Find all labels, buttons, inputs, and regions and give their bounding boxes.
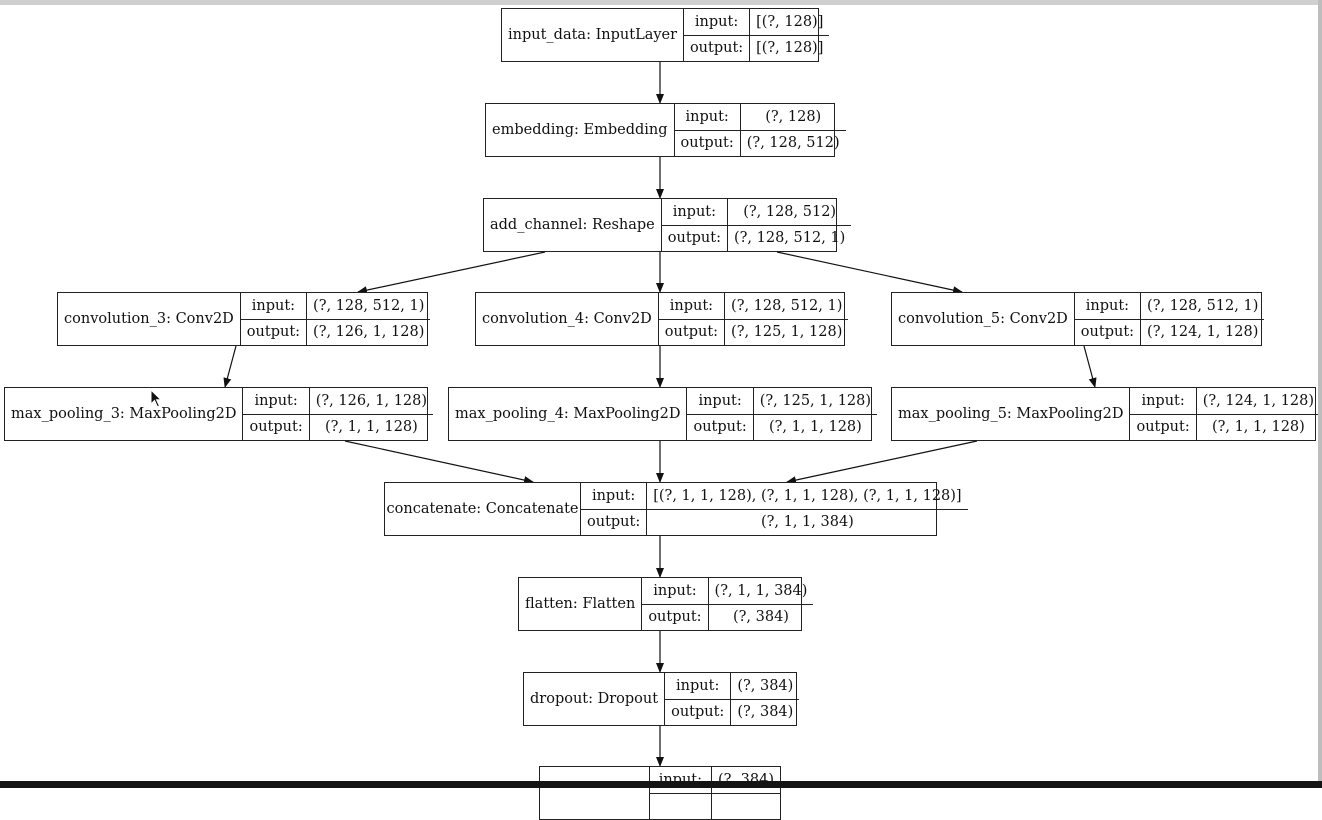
output-shape	[712, 792, 780, 820]
output-shape: [(?, 128)]	[750, 34, 830, 62]
edge-max_pooling_5-to-concatenate	[786, 440, 978, 485]
output-label: output:	[1130, 413, 1196, 441]
layer-node-convolution-4: convolution_4: Conv2D input: output: (?,…	[475, 292, 849, 346]
input-label: input:	[653, 582, 697, 599]
input-shape: (?, 1, 1, 384)	[714, 582, 808, 599]
layer-node-flatten: flatten: Flatten input: output: (?, 1, 1…	[518, 577, 814, 631]
layer-node-convolution-5: convolution_5: Conv2D input: output: (?,…	[891, 292, 1265, 346]
input-label: input:	[591, 487, 636, 504]
output-shape: (?, 126, 1, 128)	[307, 318, 431, 346]
edge-add_channel-to-convolution_5	[776, 251, 963, 295]
output-label: output:	[674, 129, 740, 157]
output-label: output:	[687, 413, 753, 441]
input-label: input:	[1141, 392, 1185, 409]
input-shape: (?, 128, 512, 1)	[313, 297, 425, 314]
layer-node-max-pooling-3: max_pooling_3: MaxPooling2D input: outpu…	[4, 387, 434, 441]
input-label: input:	[658, 771, 702, 788]
layer-node-dropout: dropout: Dropout input: output: (?, 384)…	[523, 672, 800, 726]
layer-name: convolution_3: Conv2D	[58, 293, 241, 345]
edge-convolution_5-to-max_pooling_5	[1083, 345, 1097, 388]
layer-name	[540, 767, 650, 819]
output-label: output:	[581, 508, 647, 536]
input-shape: (?, 128, 512)	[743, 203, 837, 220]
layer-node-embedding: embedding: Embedding input: output: (?, …	[485, 103, 846, 157]
input-label: input:	[676, 677, 720, 694]
output-label: output:	[240, 318, 307, 346]
output-label: output:	[658, 318, 725, 346]
window-bottom-bar	[0, 781, 1322, 788]
layer-name: embedding: Embedding	[486, 104, 675, 156]
layer-name: dropout: Dropout	[524, 673, 666, 725]
output-shape: (?, 1, 1, 384)	[647, 508, 968, 536]
layer-name: max_pooling_5: MaxPooling2D	[892, 388, 1131, 440]
output-shape: (?, 1, 1, 128)	[753, 413, 878, 441]
layer-node-convolution-3: convolution_3: Conv2D input: output: (?,…	[57, 292, 431, 346]
output-shape: (?, 125, 1, 128)	[725, 318, 849, 346]
output-shape: (?, 384)	[708, 603, 814, 631]
output-shape: (?, 1, 1, 128)	[1196, 413, 1321, 441]
layer-name: flatten: Flatten	[519, 578, 643, 630]
layer-name: max_pooling_3: MaxPooling2D	[5, 388, 244, 440]
input-shape: (?, 124, 1, 128)	[1202, 392, 1315, 409]
output-label: output:	[665, 698, 731, 726]
diagram-edges	[223, 62, 1097, 767]
input-label: input:	[672, 203, 717, 220]
input-shape: (?, 128, 512, 1)	[731, 297, 843, 314]
input-shape: (?, 128, 512, 1)	[1147, 297, 1259, 314]
input-label: input:	[1085, 297, 1130, 314]
input-label: input:	[698, 392, 742, 409]
input-shape: (?, 384)	[737, 677, 794, 694]
input-shape: (?, 125, 1, 128)	[759, 392, 872, 409]
layer-node-max-pooling-4: max_pooling_4: MaxPooling2D input: outpu…	[448, 387, 878, 441]
layer-name: add_channel: Reshape	[484, 199, 662, 251]
input-shape: [(?, 128)]	[756, 13, 824, 30]
edge-max_pooling_3-to-concatenate	[344, 440, 534, 484]
input-label: input:	[254, 392, 298, 409]
edge-convolution_3-to-max_pooling_3	[223, 345, 237, 388]
layer-node-input-data: input_data: InputLayer input: output: [(…	[501, 8, 830, 62]
layer-name: input_data: InputLayer	[502, 9, 685, 61]
layer-name: max_pooling_4: MaxPooling2D	[449, 388, 688, 440]
output-label: output:	[642, 603, 708, 631]
output-shape: (?, 1, 1, 128)	[309, 413, 434, 441]
input-label: input:	[669, 297, 714, 314]
layer-name: convolution_5: Conv2D	[892, 293, 1075, 345]
layer-name: concatenate: Concatenate	[385, 483, 581, 535]
input-label: input:	[694, 13, 739, 30]
input-shape: [(?, 1, 1, 128), (?, 1, 1, 128), (?, 1, …	[653, 487, 962, 504]
input-shape: (?, 128)	[765, 108, 822, 125]
mouse-cursor-icon	[150, 389, 163, 408]
output-shape: (?, 384)	[731, 698, 800, 726]
window-top-edge	[0, 0, 1322, 5]
edge-add_channel-to-convolution_3	[357, 251, 546, 295]
output-label: output:	[1074, 318, 1141, 346]
output-shape: (?, 128, 512)	[740, 129, 846, 157]
window-right-edge	[1318, 0, 1322, 788]
output-shape: (?, 124, 1, 128)	[1141, 318, 1265, 346]
output-label: output:	[243, 413, 309, 441]
output-label: output:	[684, 34, 750, 62]
output-label	[649, 792, 712, 820]
output-shape: (?, 128, 512, 1)	[727, 224, 852, 252]
layer-node-concatenate: concatenate: Concatenate input: output: …	[384, 482, 968, 536]
layer-name: convolution_4: Conv2D	[476, 293, 659, 345]
output-label: output:	[661, 224, 727, 252]
layer-node-next-cutoff: input: (?, 384)	[539, 766, 781, 820]
input-label: input:	[251, 297, 296, 314]
layer-node-add-channel: add_channel: Reshape input: output: (?, …	[483, 198, 852, 252]
input-shape: (?, 384)	[718, 771, 774, 788]
input-label: input:	[685, 108, 729, 125]
layer-node-max-pooling-5: max_pooling_5: MaxPooling2D input: outpu…	[891, 387, 1321, 441]
input-shape: (?, 126, 1, 128)	[315, 392, 428, 409]
